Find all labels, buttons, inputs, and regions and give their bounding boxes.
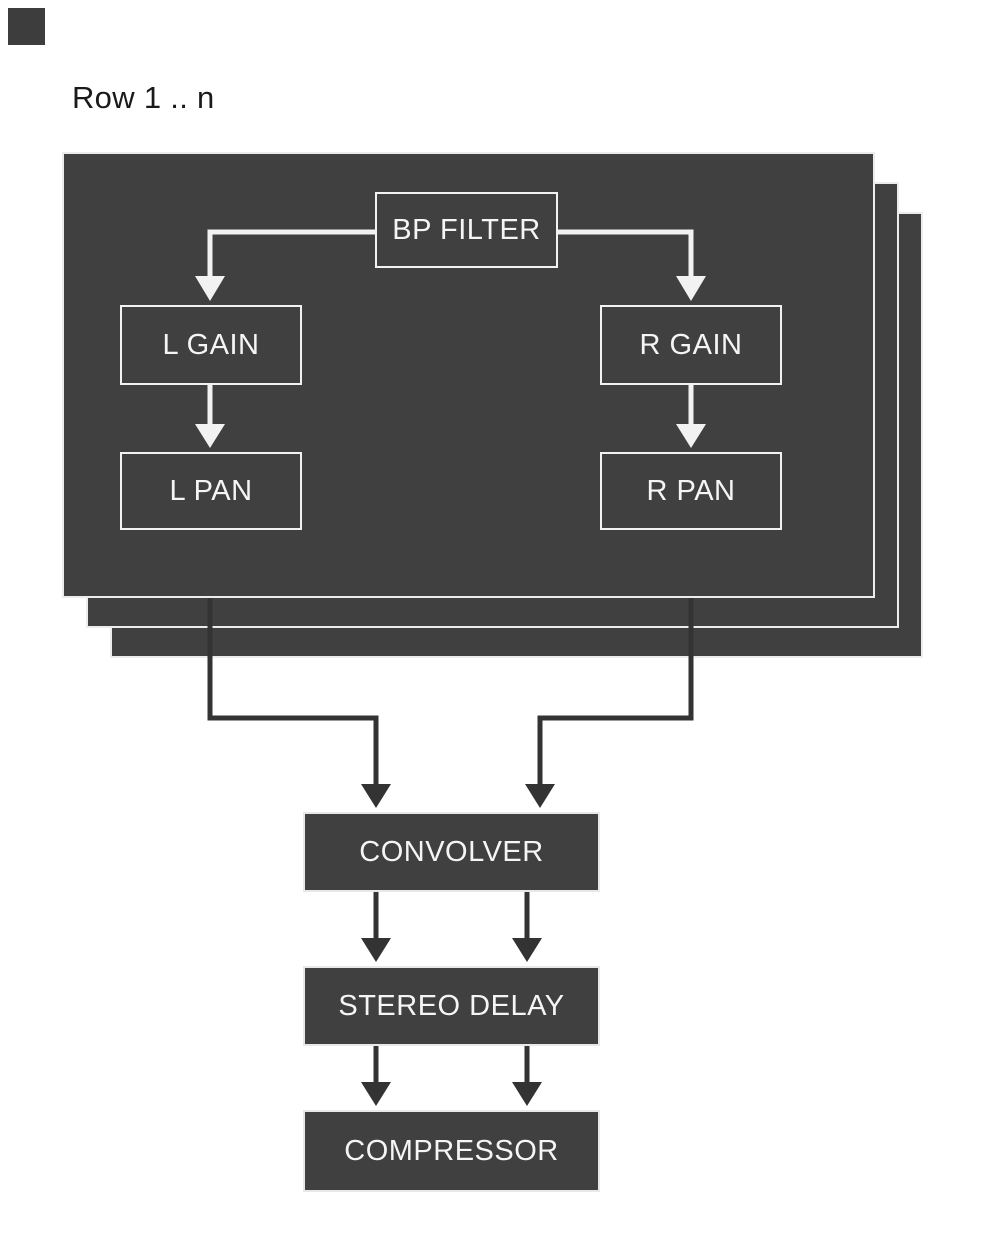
node-l-pan: L PAN: [120, 452, 302, 530]
node-bp-filter: BP FILTER: [375, 192, 558, 268]
node-r-pan: R PAN: [600, 452, 782, 530]
node-compressor: COMPRESSOR: [303, 1110, 600, 1192]
arrow-delay-to-compressor-left: [361, 1046, 391, 1106]
node-convolver: CONVOLVER: [303, 812, 600, 892]
arrow-delay-to-compressor-right: [512, 1046, 542, 1106]
arrow-convolver-to-delay-right: [512, 892, 542, 962]
node-bp-filter-label: BP FILTER: [392, 213, 541, 246]
node-compressor-label: COMPRESSOR: [344, 1134, 559, 1167]
node-r-gain: R GAIN: [600, 305, 782, 385]
node-stereo-delay: STEREO DELAY: [303, 966, 600, 1046]
node-r-pan-label: R PAN: [646, 474, 736, 507]
node-l-gain: L GAIN: [120, 305, 302, 385]
node-stereo-delay-label: STEREO DELAY: [338, 989, 565, 1022]
row-range-label: Row 1 .. n: [72, 80, 215, 115]
node-l-pan-label: L PAN: [169, 474, 253, 507]
arrow-convolver-to-delay-left: [361, 892, 391, 962]
corner-square-decoration: [8, 8, 45, 45]
node-l-gain-label: L GAIN: [162, 328, 260, 361]
node-convolver-label: CONVOLVER: [359, 835, 544, 868]
node-r-gain-label: R GAIN: [639, 328, 743, 361]
